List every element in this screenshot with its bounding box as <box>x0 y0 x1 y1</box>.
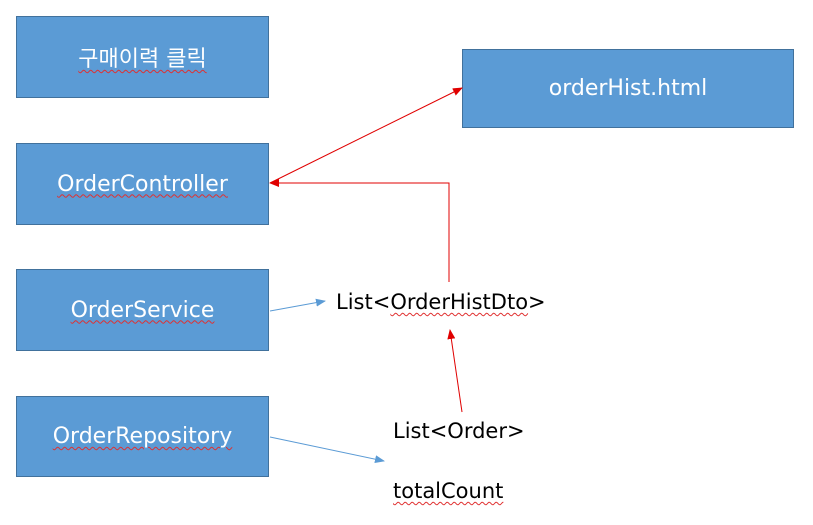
service-to-dto-arrow <box>269 298 326 312</box>
total-count-label: totalCount <box>393 479 504 503</box>
order-controller-box: OrderController <box>16 143 269 225</box>
list-order-hist-dto-label: List<OrderHistDto> <box>336 290 546 314</box>
order-controller-label: OrderController <box>57 171 228 197</box>
list-suffix: > <box>528 290 546 314</box>
controller-to-view-arrow <box>269 87 463 184</box>
order-service-label: OrderService <box>70 297 215 323</box>
order-hist-dto-type: OrderHistDto <box>390 290 529 314</box>
list-order-label: List<Order> <box>393 419 525 443</box>
purchase-history-click-label: 구매이력 클릭 <box>78 47 207 72</box>
order-list-to-dto-arrow <box>447 329 463 413</box>
purchase-history-click-box: 구매이력 클릭 <box>16 16 269 98</box>
dto-to-controller-arrow <box>269 179 450 282</box>
order-hist-html-label: orderHist.html <box>548 76 708 101</box>
order-repository-box: OrderRepository <box>16 396 269 477</box>
order-hist-html-box: orderHist.html <box>462 49 794 128</box>
order-repository-label: OrderRepository <box>52 424 233 449</box>
order-service-box: OrderService <box>16 269 269 351</box>
repository-to-results-arrow <box>269 436 385 464</box>
list-prefix: List< <box>336 290 391 314</box>
